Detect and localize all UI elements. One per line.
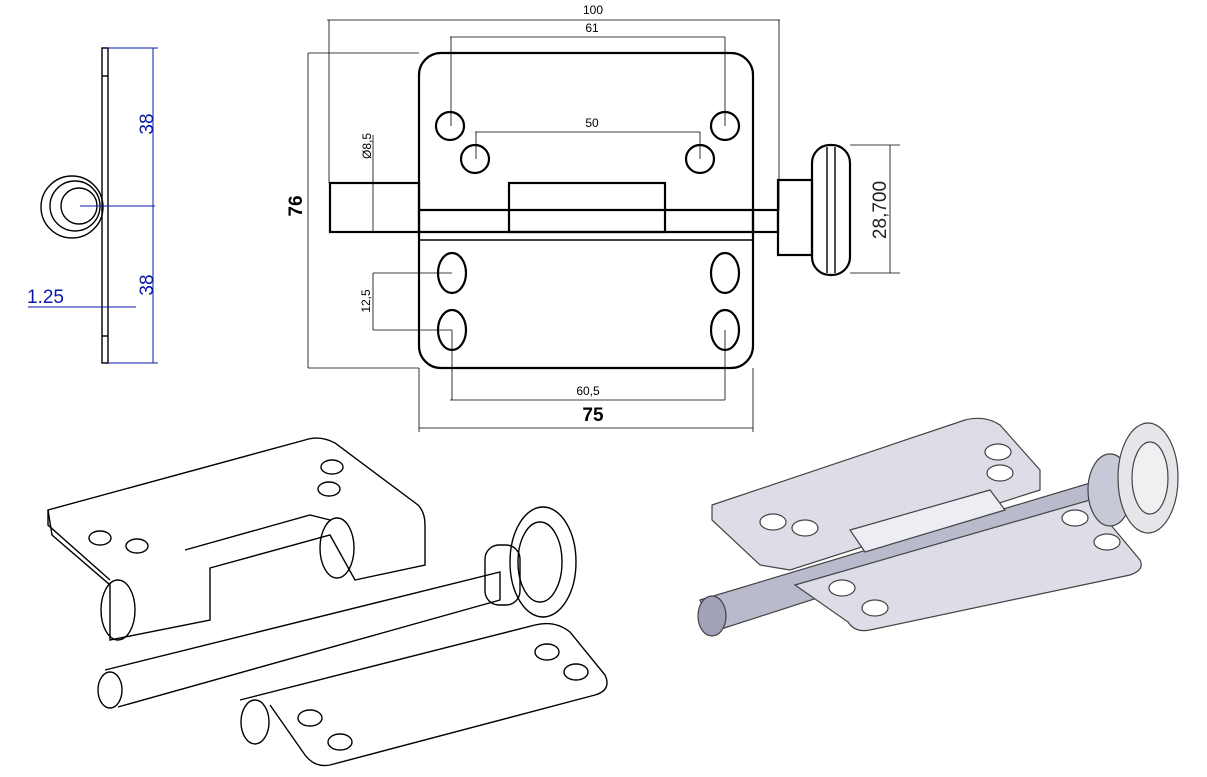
plate-width-dim: 75 [582,405,604,426]
thickness-dim: 1.25 [27,287,64,308]
upper-leaf-dim: 38 [137,113,158,134]
pin-diameter-dim: Ø8,5 [360,133,374,159]
assembled-view [697,417,1179,637]
slot-spacing-dim: 12,5 [359,289,373,313]
exploded-view [47,437,608,767]
height-dim: 76 [286,195,307,216]
top-hole-spacing-dim: 61 [585,21,599,35]
overall-width-dim: 100 [583,3,603,17]
lower-leaf-dim: 38 [137,274,158,295]
side-view: 38 38 1.25 [27,47,158,364]
bottom-hole-spacing-dim: 60,5 [576,384,600,398]
knob-diameter-dim: 28,700 [870,181,891,239]
inner-hole-spacing-dim: 50 [585,116,599,130]
front-view: 100 61 50 76 Ø8,5 12,5 60,5 75 28,700 [286,3,900,432]
